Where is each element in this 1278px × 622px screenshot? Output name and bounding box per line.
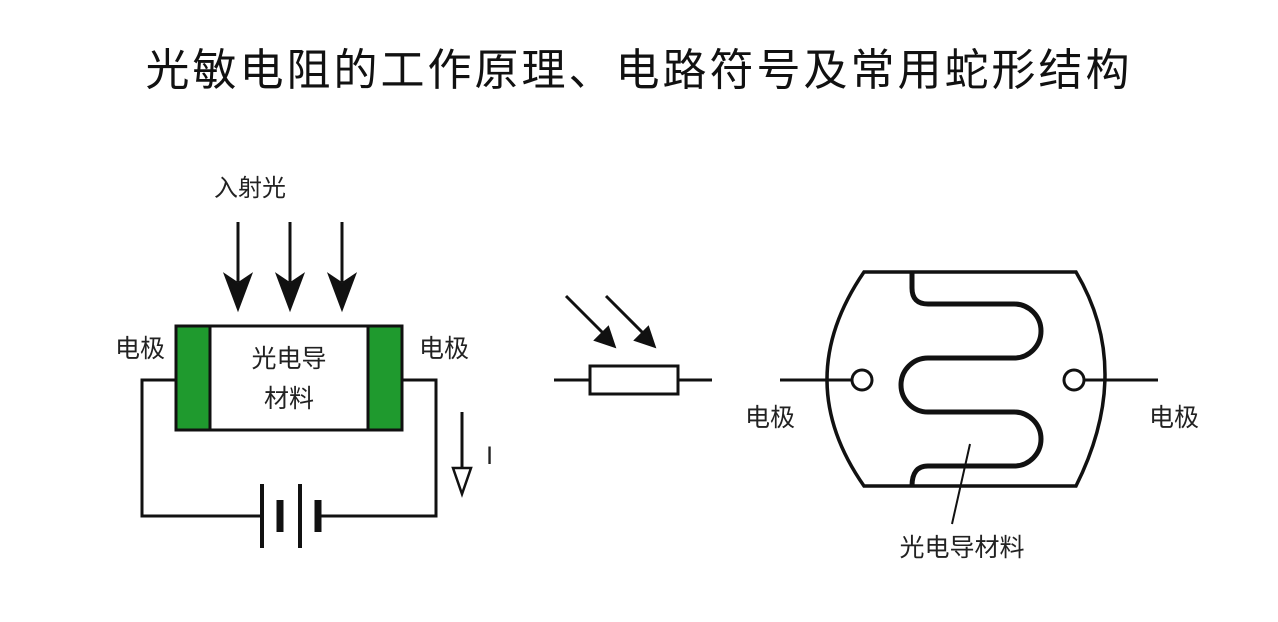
ceramic-substrate-outline (825, 270, 1107, 488)
symbol-light-arrows (564, 294, 657, 349)
electrode-left-label: 电极 (115, 334, 165, 363)
light-arrow-1 (222, 222, 254, 313)
serpentine-structure-diagram: 电极 电极 光电导材料 (745, 270, 1199, 562)
electrode-terminal-left (850, 368, 874, 392)
resistor-symbol-body (588, 364, 680, 396)
current-arrow (451, 412, 473, 498)
incident-light-arrows (222, 222, 358, 313)
circuit-wires (140, 378, 438, 518)
electrode-left-block (174, 324, 212, 432)
photoresistor-body: 光电导 材料 (174, 324, 404, 432)
page-title: 光敏电阻的工作原理、电路符号及常用蛇形结构 (145, 45, 1133, 96)
material-label-line1: 光电导 (251, 344, 326, 373)
battery-symbol (260, 484, 322, 548)
serpentine-electrode-right-label: 电极 (1149, 403, 1199, 432)
electrode-right-label: 电极 (419, 334, 469, 363)
serpentine-material-label: 光电导材料 (899, 533, 1024, 562)
material-label-line2: 材料 (264, 384, 314, 413)
light-arrow-3 (326, 222, 358, 313)
light-arrow-2 (274, 222, 306, 313)
photoresistor-circuit-symbol (554, 294, 712, 396)
electrode-terminal-right (1062, 368, 1086, 392)
electrode-right-block (366, 324, 404, 432)
material-leader-line (951, 443, 971, 525)
incident-light-label: 入射光 (214, 174, 286, 202)
serpentine-electrode-left-label: 电极 (745, 403, 795, 432)
serpentine-track (898, 272, 1044, 487)
working-principle-diagram: 入射光 光电导 材料 电极 电极 (115, 174, 493, 548)
current-label: I (486, 442, 493, 470)
